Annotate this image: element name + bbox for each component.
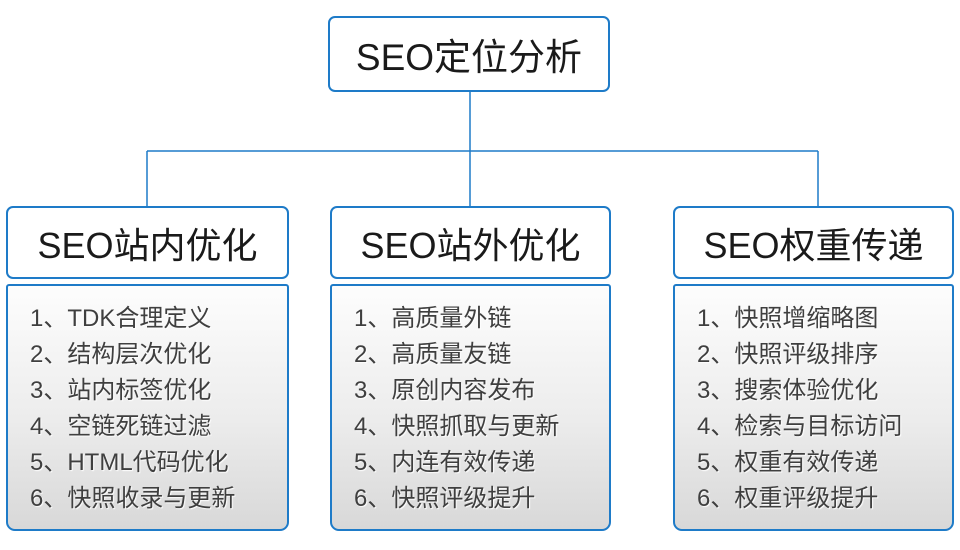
list-item: 3、搜索体验优化	[697, 377, 879, 404]
list-item: 3、原创内容发布	[354, 377, 536, 404]
column-offsite-optimization: SEO站外优化 1、高质量外链 2、高质量友链 3、原创内容发布 4、快照抓取与…	[330, 206, 611, 531]
list-item: 3、站内标签优化	[30, 377, 212, 404]
root-node: SEO定位分析	[328, 16, 610, 92]
list-item: 5、内连有效传递	[354, 449, 536, 476]
column-header: SEO权重传递	[673, 206, 954, 279]
list-item: 4、快照抓取与更新	[354, 413, 560, 440]
list-item: 2、结构层次优化	[30, 341, 212, 368]
column-header: SEO站内优化	[6, 206, 289, 279]
list-item: 4、空链死链过滤	[30, 413, 212, 440]
root-node-title: SEO定位分析	[355, 37, 583, 78]
list-item: 6、快照收录与更新	[30, 485, 236, 512]
list-item: 1、TDK合理定义	[30, 305, 212, 332]
column-header: SEO站外优化	[330, 206, 611, 279]
list-item: 5、HTML代码优化	[30, 449, 229, 476]
column-header-title: SEO权重传递	[703, 224, 924, 266]
list-item: 6、权重评级提升	[697, 485, 879, 512]
list-item: 1、快照增缩略图	[697, 305, 879, 332]
list-item: 2、快照评级排序	[697, 341, 879, 368]
column-panel: 1、快照增缩略图 2、快照评级排序 3、搜索体验优化 4、检索与目标访问 5、权…	[673, 284, 954, 531]
column-onsite-optimization: SEO站内优化 1、TDK合理定义 2、结构层次优化 3、站内标签优化 4、空链…	[6, 206, 289, 531]
list-item: 1、高质量外链	[354, 305, 512, 332]
list-item: 6、快照评级提升	[354, 485, 536, 512]
column-header-title: SEO站内优化	[37, 224, 258, 266]
column-panel: 1、高质量外链 2、高质量友链 3、原创内容发布 4、快照抓取与更新 5、内连有…	[330, 284, 611, 531]
list-item: 2、高质量友链	[354, 341, 512, 368]
list-item: 4、检索与目标访问	[697, 413, 903, 440]
list-item: 5、权重有效传递	[697, 449, 879, 476]
column-weight-transfer: SEO权重传递 1、快照增缩略图 2、快照评级排序 3、搜索体验优化 4、检索与…	[673, 206, 954, 531]
column-panel: 1、TDK合理定义 2、结构层次优化 3、站内标签优化 4、空链死链过滤 5、H…	[6, 284, 289, 531]
column-header-title: SEO站外优化	[360, 224, 581, 266]
